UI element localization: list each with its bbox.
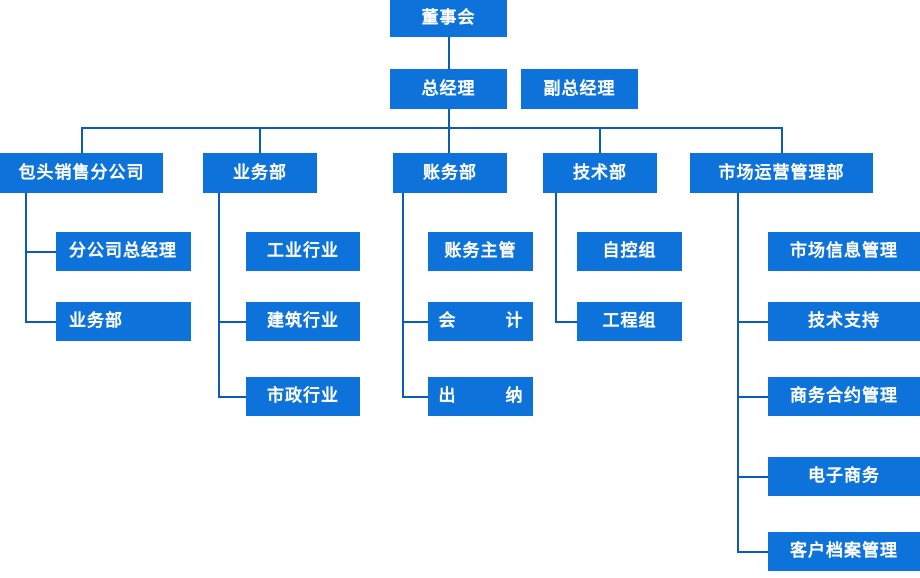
node-finance-supervisor[interactable]: 账务主管 xyxy=(428,232,533,271)
node-branch-general-manager[interactable]: 分公司总经理 xyxy=(56,232,191,271)
node-municipal-industry[interactable]: 市政行业 xyxy=(246,377,360,416)
connector-drop-market xyxy=(781,127,783,153)
connector-baotou-child-1 xyxy=(25,251,56,253)
node-accountant[interactable]: 会 计 xyxy=(428,302,533,341)
connector-board-to-gm xyxy=(448,37,450,69)
connector-business-spine xyxy=(218,193,220,396)
node-automation-group[interactable]: 自控组 xyxy=(577,232,682,271)
node-market-operations-department[interactable]: 市场运营管理部 xyxy=(690,153,873,193)
connector-business-child-2 xyxy=(218,321,246,323)
connector-finance-child-3 xyxy=(402,396,428,398)
connector-business-child-3 xyxy=(218,396,246,398)
connector-gm-stem xyxy=(448,109,450,129)
node-industrial-industry[interactable]: 工业行业 xyxy=(246,232,360,271)
connector-finance-child-2 xyxy=(402,321,428,323)
node-market-information-management[interactable]: 市场信息管理 xyxy=(768,232,920,271)
connector-level3-bus xyxy=(81,127,783,129)
node-technical-support[interactable]: 技术支持 xyxy=(768,302,920,341)
node-business-contract-management[interactable]: 商务合约管理 xyxy=(768,377,920,416)
node-branch-business-department[interactable]: 业务部 xyxy=(56,302,191,341)
node-business-department[interactable]: 业务部 xyxy=(203,153,317,193)
connector-baotou-spine xyxy=(25,193,27,323)
connector-finance-spine xyxy=(402,193,404,396)
node-construction-industry[interactable]: 建筑行业 xyxy=(246,302,360,341)
node-board[interactable]: 董事会 xyxy=(390,0,507,37)
connector-drop-business xyxy=(259,127,261,153)
connector-drop-tech xyxy=(599,127,601,153)
connector-market-spine xyxy=(737,193,739,552)
connector-drop-baotou xyxy=(81,127,83,153)
connector-market-child-4 xyxy=(737,476,768,478)
node-finance-department[interactable]: 账务部 xyxy=(393,153,507,193)
connector-drop-finance xyxy=(448,127,450,153)
node-cashier[interactable]: 出 纳 xyxy=(428,377,533,416)
connector-baotou-child-2 xyxy=(25,321,56,323)
connector-market-child-3 xyxy=(737,396,768,398)
node-deputy-general-manager[interactable]: 副总经理 xyxy=(521,69,638,109)
node-baotou-sales-branch[interactable]: 包头销售分公司 xyxy=(0,153,163,193)
node-ecommerce[interactable]: 电子商务 xyxy=(768,457,920,496)
node-customer-archive-management[interactable]: 客户档案管理 xyxy=(768,532,920,571)
connector-tech-child-2 xyxy=(555,321,577,323)
connector-tech-spine xyxy=(555,193,557,321)
connector-market-child-2 xyxy=(737,321,768,323)
node-engineering-group[interactable]: 工程组 xyxy=(577,302,682,341)
node-technology-department[interactable]: 技术部 xyxy=(543,153,657,193)
node-general-manager[interactable]: 总经理 xyxy=(390,69,507,109)
connector-market-child-5 xyxy=(737,551,768,553)
